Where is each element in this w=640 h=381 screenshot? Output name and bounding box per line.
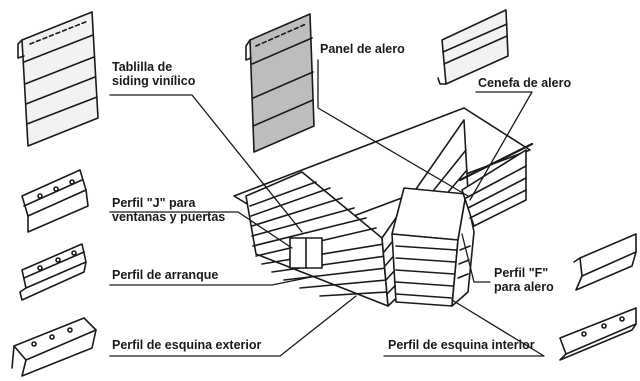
- outside-corner-illustration: [11, 317, 97, 377]
- label-perfil-esquina-exterior: Perfil de esquina exterior: [112, 338, 262, 352]
- f-profile-illustration: [573, 233, 637, 291]
- j-profile-illustration: [21, 169, 89, 233]
- label-panel-de-alero: Panel de alero: [320, 42, 405, 56]
- starter-strip-illustration: [19, 243, 87, 301]
- label-cenefa-de-alero: Cenefa de alero: [478, 76, 572, 90]
- soffit-panel-illustration: [245, 13, 315, 153]
- inside-corner-illustration: [559, 307, 637, 361]
- siding-panel-illustration: [17, 11, 99, 147]
- label-perfil-f: Perfil "F" para alero: [494, 266, 554, 294]
- fascia-illustration: [437, 9, 509, 85]
- label-perfil-esquina-interior: Perfil de esquina interior: [388, 338, 535, 352]
- label-perfil-j: Perfil "J" para ventanas y puertas: [112, 196, 226, 224]
- leader-lines: [109, 59, 545, 357]
- label-tablilla: Tablilla de siding vinílico: [112, 60, 196, 88]
- label-perfil-de-arranque: Perfil de arranque: [112, 268, 219, 282]
